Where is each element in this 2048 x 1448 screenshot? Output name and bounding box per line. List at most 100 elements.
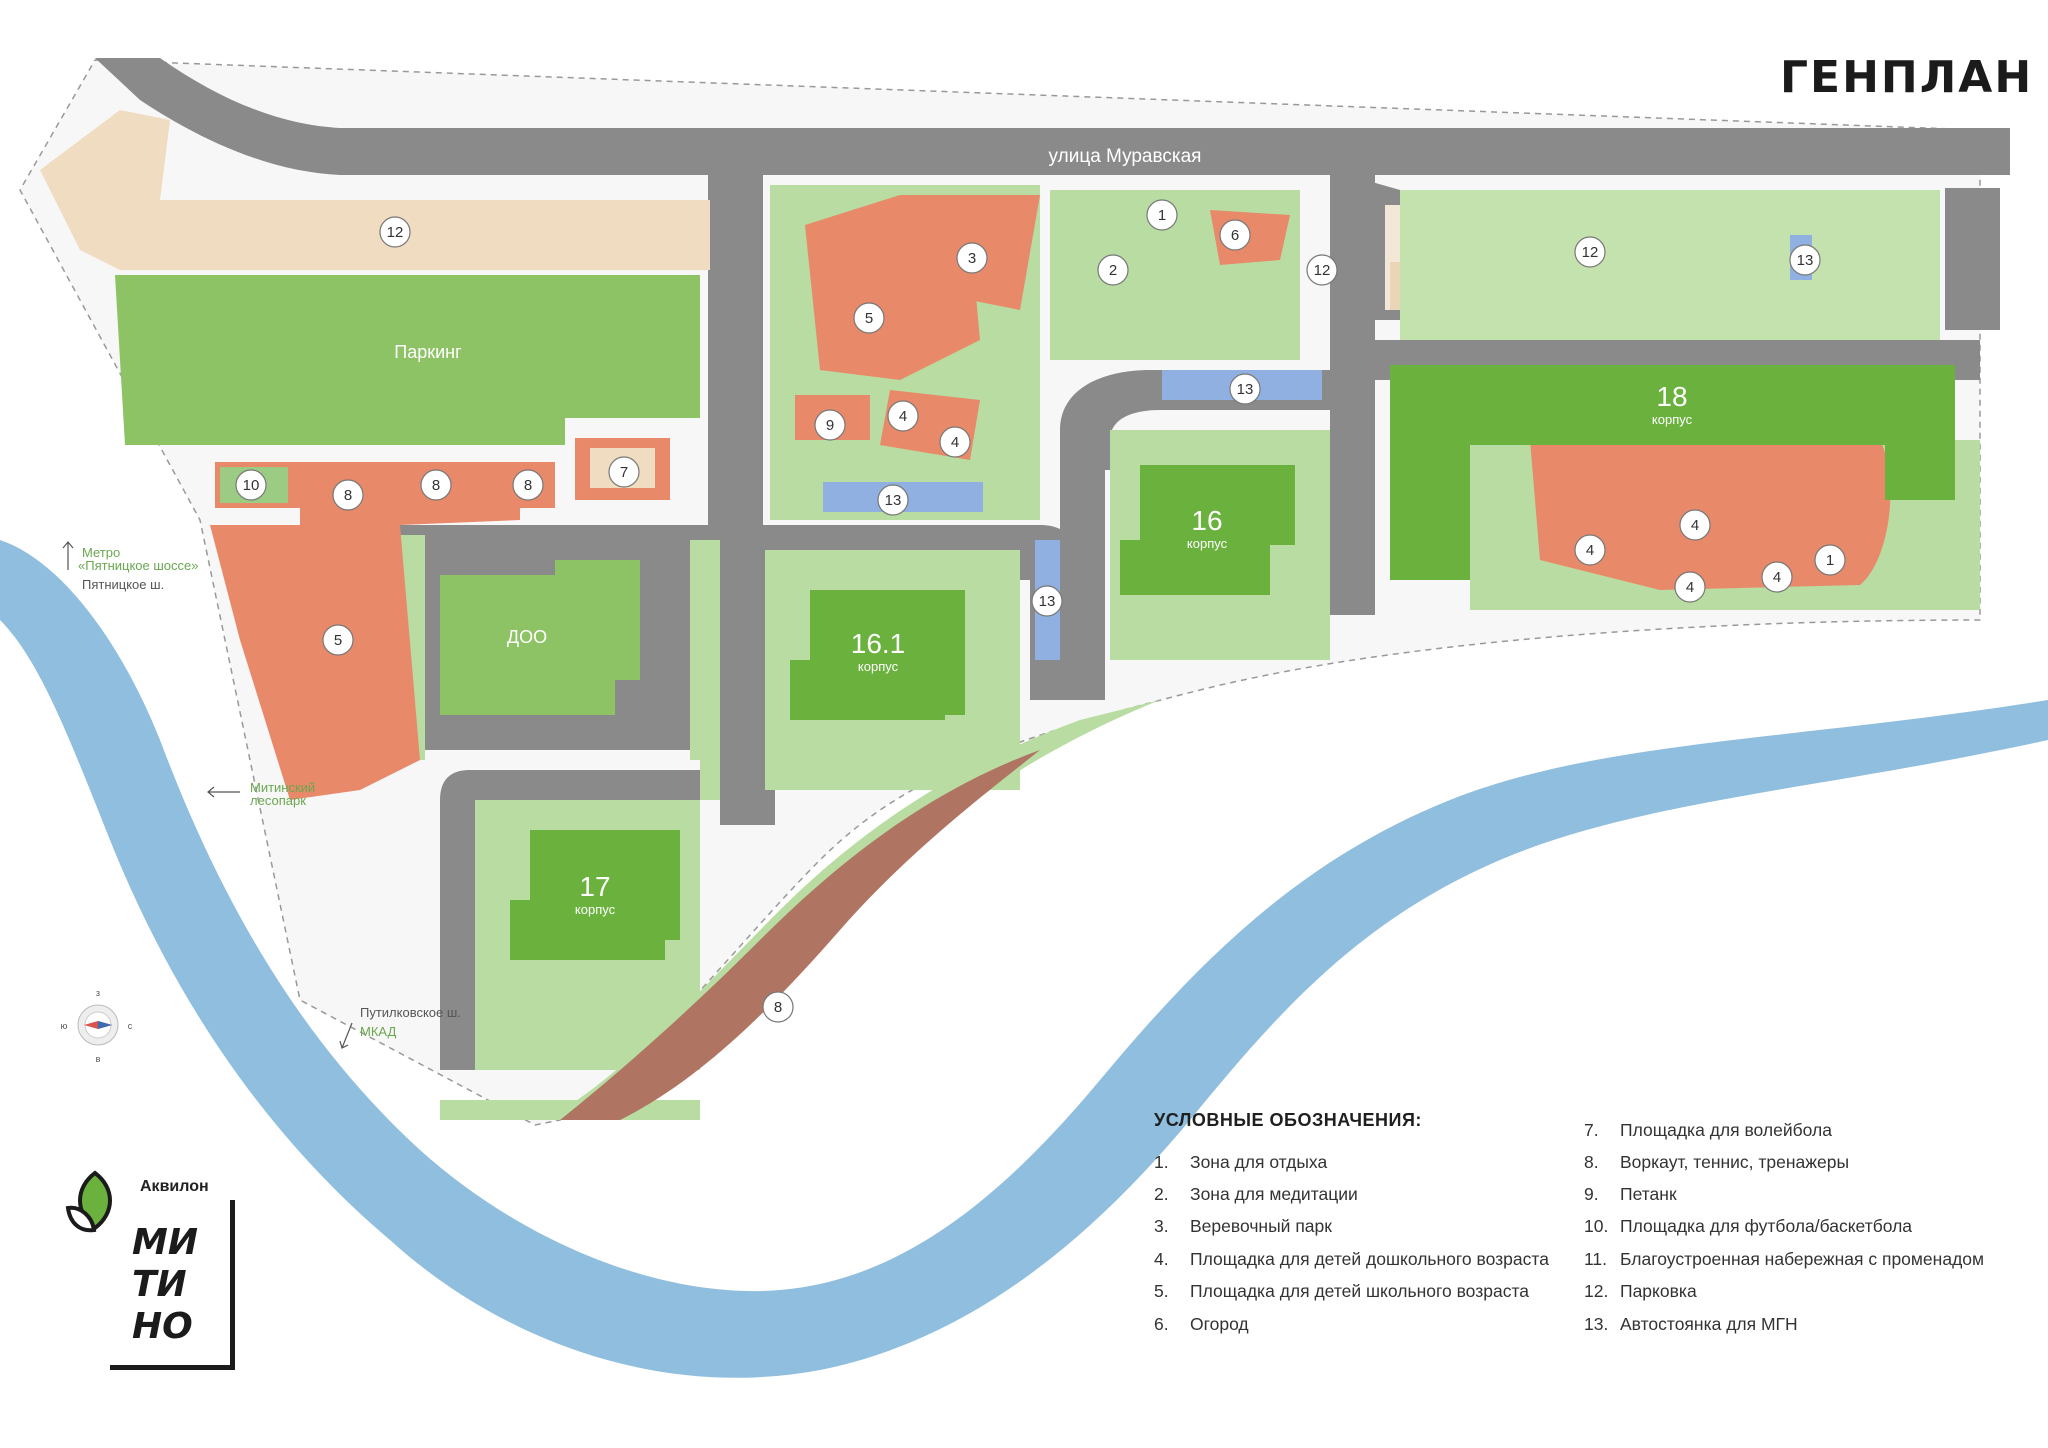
map-marker-label: 8	[432, 477, 440, 494]
map-marker-label: 12	[1314, 262, 1331, 279]
legend-item: 9.Петанк	[1584, 1184, 1677, 1204]
mitinsky-label-1: Митинский	[250, 780, 315, 795]
legend-item: 7.Площадка для волейбола	[1584, 1120, 1832, 1140]
building-18-number: 18	[1656, 381, 1687, 412]
map-marker: 10	[235, 469, 267, 501]
map-marker-label: 4	[951, 434, 959, 451]
building-16-sub: корпус	[1187, 536, 1228, 551]
map-marker: 13	[1789, 244, 1821, 276]
map-marker: 4	[1574, 534, 1606, 566]
compass: з в ю с	[61, 988, 133, 1064]
map-marker-label: 4	[1686, 579, 1694, 596]
legend-item: 13.Автостоянка для МГН	[1584, 1314, 1798, 1334]
map-marker: 8	[332, 479, 364, 511]
map-marker-label: 4	[1586, 542, 1594, 559]
map-marker-label: 9	[826, 417, 834, 434]
map-marker-label: 13	[1797, 252, 1814, 269]
map-marker: 12	[1306, 254, 1338, 286]
pyatnitskoe-label: Пятницкое ш.	[82, 577, 164, 592]
parking-label: Паркинг	[394, 342, 462, 362]
map-marker: 13	[877, 484, 909, 516]
map-marker-label: 8	[524, 477, 532, 494]
map-marker-label: 1	[1826, 552, 1834, 569]
river	[0, 540, 2048, 1378]
map-marker: 8	[420, 469, 452, 501]
building-16-1	[790, 590, 965, 720]
leaf-icon	[65, 1170, 112, 1233]
map-marker-label: 8	[774, 999, 782, 1016]
legend-item: 10.Площадка для футбола/баскетбола	[1584, 1216, 1913, 1236]
map-marker-label: 10	[243, 477, 260, 494]
building-16-1-number: 16.1	[851, 628, 906, 659]
buildings	[440, 365, 1955, 960]
map-marker-label: 13	[885, 492, 902, 509]
building-17-number: 17	[579, 871, 610, 902]
legend-item: 11.Благоустроенная набережная с променад…	[1584, 1249, 1985, 1269]
kindergarten-label: ДОО	[507, 627, 547, 647]
building-kindergarten	[440, 560, 640, 715]
direction-arrows	[62, 541, 353, 1049]
legend-item: 1.Зона для отдыха	[1154, 1152, 1328, 1172]
metro-label-2: «Пятницкое шоссе»	[78, 558, 198, 573]
street-label: улица Муравская	[1049, 146, 1202, 167]
legend-item: 5.Площадка для детей школьного возраста	[1154, 1281, 1529, 1301]
building-16-number: 16	[1191, 505, 1222, 536]
promenade	[560, 750, 1040, 1120]
map-marker: 8	[762, 991, 794, 1023]
page-title: ГЕНПЛАН	[1780, 52, 2034, 103]
building-18	[1390, 365, 1955, 580]
building-16	[1120, 465, 1295, 595]
map-marker: 13	[1031, 585, 1063, 617]
map-marker: 2	[1097, 254, 1129, 286]
map-marker-label: 2	[1109, 262, 1117, 279]
map-marker-label: 5	[865, 310, 873, 327]
mitinsky-label-2: лесопарк	[250, 793, 306, 808]
map-marker: 4	[1674, 571, 1706, 603]
legend-item: 6.Огород	[1154, 1314, 1249, 1334]
svg-text:в: в	[96, 1054, 101, 1064]
legend-item: 12.Парковка	[1584, 1281, 1697, 1301]
map-marker: 5	[853, 302, 885, 334]
map-marker: 12	[1574, 236, 1606, 268]
logo-brand: Аквилон	[140, 1178, 209, 1195]
building-18-sub: корпус	[1652, 412, 1693, 427]
map-marker: 6	[1219, 219, 1251, 251]
map-marker: 1	[1146, 199, 1178, 231]
map-marker: 5	[322, 624, 354, 656]
map-marker: 8	[512, 469, 544, 501]
map-marker-label: 4	[899, 408, 907, 425]
legend: УСЛОВНЫЕ ОБОЗНАЧЕНИЯ: 1.Зона для отдыха …	[1154, 1110, 2014, 1370]
map-marker: 9	[814, 409, 846, 441]
map-marker: 4	[1679, 509, 1711, 541]
legend-item: 2.Зона для медитации	[1154, 1184, 1358, 1204]
svg-text:с: с	[128, 1021, 133, 1031]
metro-label-1: Метро	[82, 545, 120, 560]
building-17	[510, 830, 680, 960]
map-marker: 4	[1761, 561, 1793, 593]
legend-item: 8.Воркаут, теннис, тренажеры	[1584, 1152, 1850, 1172]
map-marker: 12	[379, 216, 411, 248]
map-marker-label: 12	[1582, 244, 1599, 261]
building-16-1-sub: корпус	[858, 659, 899, 674]
map-marker: 4	[939, 426, 971, 458]
parking-building	[115, 275, 700, 445]
map-marker-label: 6	[1231, 227, 1239, 244]
map-marker-label: 5	[334, 632, 342, 649]
legend-item: 4.Площадка для детей дошкольного возраст…	[1154, 1249, 1549, 1269]
map-marker-label: 1	[1158, 207, 1166, 224]
logo-frame	[110, 1200, 235, 1370]
map-marker: 7	[608, 456, 640, 488]
parking-lot-left	[40, 110, 710, 270]
map-marker-label: 13	[1039, 593, 1056, 610]
putilkovskoe-label: Путилковское ш.	[360, 1005, 461, 1020]
map-marker: 1	[1814, 544, 1846, 576]
logo: Аквилон МИ ТИ НО	[60, 1160, 240, 1380]
svg-text:з: з	[96, 988, 100, 998]
legend-item: 3.Веревочный парк	[1154, 1216, 1332, 1236]
map-marker-label: 12	[387, 224, 404, 241]
map-marker: 4	[887, 400, 919, 432]
map-marker-label: 3	[968, 250, 976, 267]
map-marker: 3	[956, 242, 988, 274]
logo-text: МИ ТИ НО	[132, 1222, 198, 1347]
